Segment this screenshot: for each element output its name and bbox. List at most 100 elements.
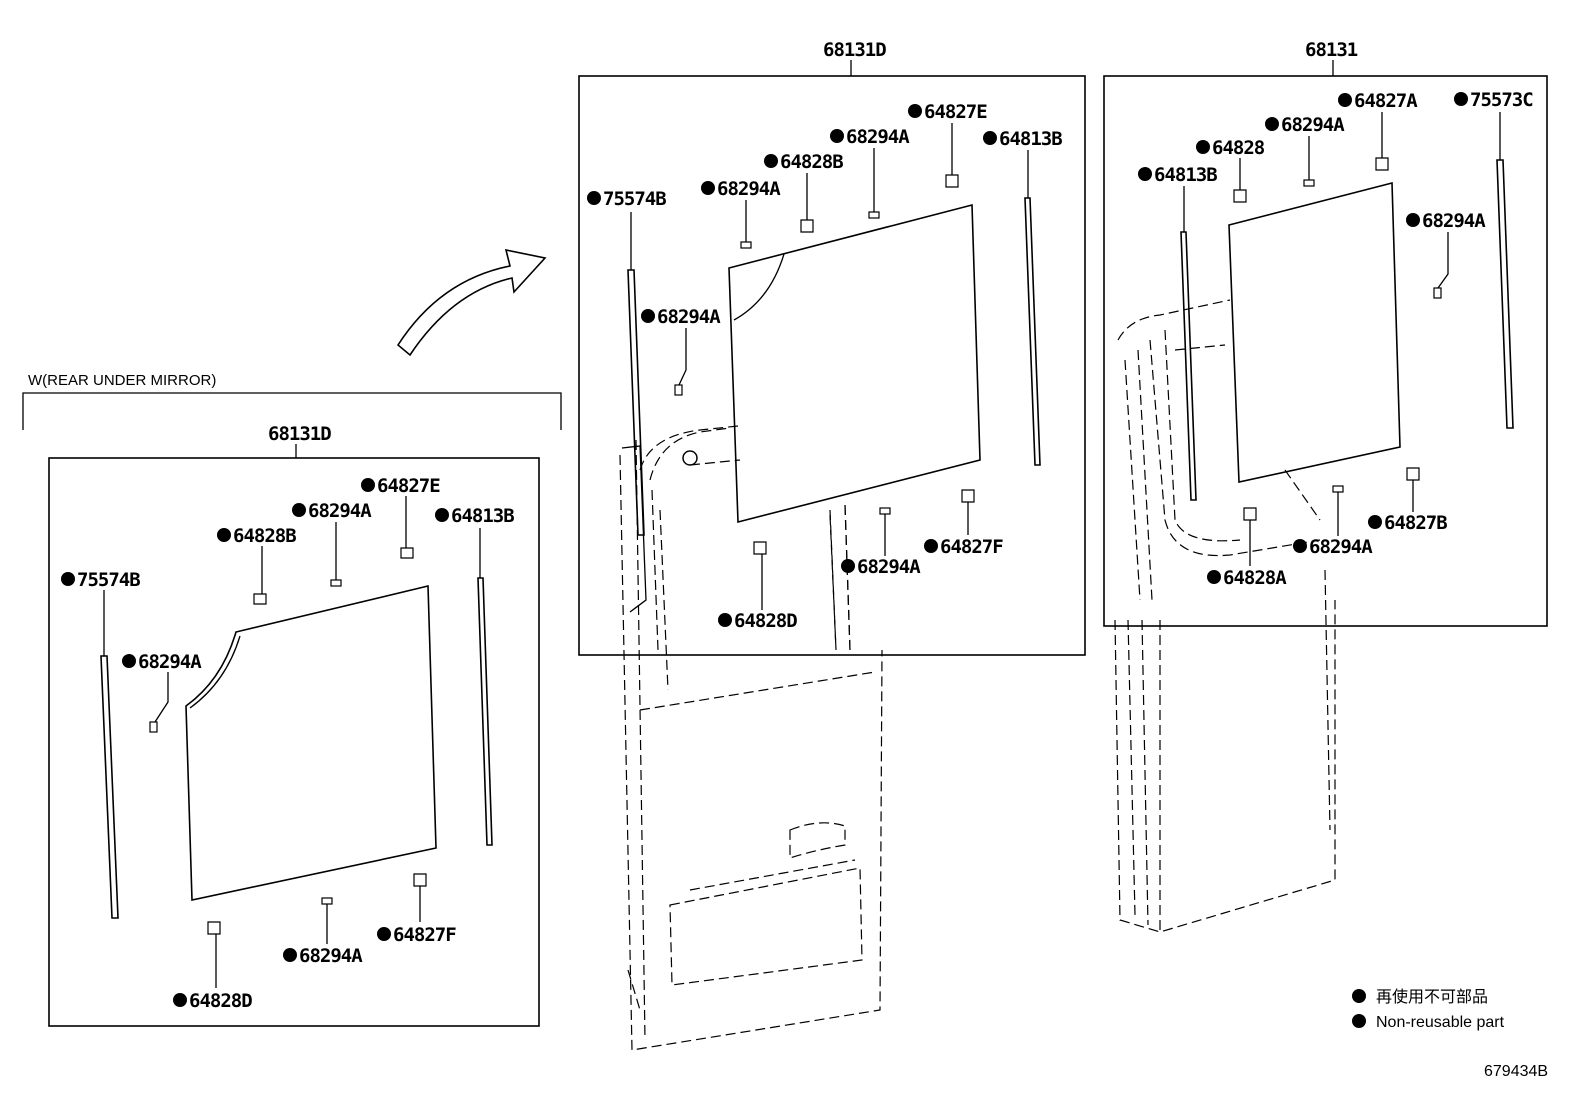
middle-glass-panel: [728, 203, 981, 524]
right-bullet: [1265, 117, 1279, 131]
inset-bullet: [61, 572, 75, 586]
inset-bullet: [377, 927, 391, 941]
inset-clip-64828d: [207, 921, 221, 935]
middle-bullet: [924, 539, 938, 553]
right-clip-64828a: [1243, 507, 1257, 521]
right-label-64827a: 64827A: [1354, 90, 1418, 112]
inset-weatherstrip-75574b: [100, 655, 119, 919]
middle-bullet: [830, 129, 844, 143]
middle-group: 68131D: [578, 39, 1086, 656]
inset-label-64828d: 64828D: [189, 990, 252, 1012]
inset-label-64813b: 64813B: [451, 505, 514, 527]
inset-clip-68294a-side: [149, 721, 158, 733]
inset-assembly-label: 68131D: [268, 423, 331, 445]
inset-frame: [48, 457, 540, 1027]
right-label-64827b: 64827B: [1384, 512, 1447, 534]
inset-label-64827e: 64827E: [377, 475, 440, 497]
inset-bullet: [435, 508, 449, 522]
legend-japanese: 再使用不可部品: [1376, 988, 1488, 1006]
middle-label-68294a-side: 68294A: [657, 306, 721, 328]
inset-clip-68294a-bot: [321, 897, 333, 905]
right-bullet: [1196, 140, 1210, 154]
right-weatherstrip-75573c: [1496, 159, 1514, 429]
middle-clip-68294a-a: [740, 241, 752, 249]
inset-bracket: [22, 392, 562, 430]
middle-bullet: [701, 181, 715, 195]
right-bullet: [1368, 515, 1382, 529]
middle-label-64828b: 64828B: [780, 151, 843, 173]
middle-frame: [578, 75, 1086, 656]
legend-bullet: [1352, 989, 1366, 1003]
middle-label-68294a-bot: 68294A: [857, 556, 921, 578]
right-label-64828: 64828: [1212, 137, 1265, 159]
middle-clip-64828d: [753, 541, 767, 555]
inset-glass-panel: [185, 584, 437, 901]
middle-label-64827e: 64827E: [924, 101, 987, 123]
inset-label-68294a-side: 68294A: [138, 651, 202, 673]
inset-bullet: [122, 654, 136, 668]
right-clip-68294a-side: [1433, 287, 1442, 299]
inset-label-75574b: 75574B: [77, 569, 140, 591]
middle-label-68294a-b: 68294A: [846, 126, 910, 148]
right-glass-panel: [1228, 181, 1401, 483]
right-bullet: [1338, 93, 1352, 107]
middle-clip-68294a-b: [868, 211, 880, 219]
inset-label-68294a-top: 68294A: [308, 500, 372, 522]
right-clip-68294a-top: [1303, 179, 1315, 187]
middle-weatherstrip-75574b: [627, 269, 645, 536]
legend-bullet: [1352, 1014, 1366, 1028]
right-clip-64827a: [1375, 157, 1389, 171]
inset-label-64827f: 64827F: [393, 924, 456, 946]
middle-assembly-label: 68131D: [823, 39, 886, 61]
inset-caption: W(REAR UNDER MIRROR): [28, 372, 216, 389]
middle-label-64828d: 64828D: [734, 610, 797, 632]
middle-bullet: [983, 131, 997, 145]
right-label-68294a-bot: 68294A: [1309, 536, 1373, 558]
inset-weatherstrip-64813b: [477, 577, 493, 846]
inset-group: W(REAR UNDER MIRROR) 68131D 75574B: [22, 372, 562, 1027]
right-clip-68294a-bot: [1332, 485, 1344, 493]
right-bullet: [1454, 92, 1468, 106]
middle-bullet: [641, 309, 655, 323]
middle-weatherstrip-64813b: [1024, 197, 1041, 466]
right-leader-68294a-side: [1437, 232, 1449, 289]
right-label-64813b: 64813B: [1154, 164, 1217, 186]
inset-bullet: [173, 993, 187, 1007]
inset-clip-64828b: [253, 593, 267, 605]
middle-door-body: [619, 427, 883, 1051]
middle-label-75574b: 75574B: [603, 188, 666, 210]
inset-bullet: [361, 478, 375, 492]
inset-bullet: [217, 528, 231, 542]
inset-bullet: [283, 948, 297, 962]
middle-clip-68294a-bot: [879, 507, 891, 515]
right-bullet: [1406, 213, 1420, 227]
right-frame: [1103, 75, 1548, 627]
right-label-75573c: 75573C: [1470, 89, 1533, 111]
middle-label-64813b: 64813B: [999, 128, 1062, 150]
inset-bullet: [292, 503, 306, 517]
middle-label-68294a-a: 68294A: [717, 178, 781, 200]
inset-glass-edge: [189, 635, 241, 709]
inset-clip-64827f: [413, 873, 427, 887]
inset-leader-68294a-side: [154, 672, 169, 723]
inset-label-64828b: 64828B: [233, 525, 296, 547]
right-bullet: [1138, 167, 1152, 181]
right-assembly-label: 68131: [1305, 39, 1358, 61]
middle-clip-64828b: [800, 219, 814, 233]
right-door-body: [1114, 569, 1336, 933]
right-clip-64828: [1233, 189, 1247, 203]
middle-glass-edge: [733, 253, 785, 321]
middle-clip-68294a-side: [674, 384, 683, 396]
middle-bullet: [587, 191, 601, 205]
right-bullet: [1293, 539, 1307, 553]
curved-arrow-icon: [396, 248, 547, 357]
inset-clip-68294a-top: [330, 579, 342, 587]
inset-clip-64827e: [400, 547, 414, 559]
right-label-64828a: 64828A: [1223, 567, 1287, 589]
figure-id: 679434B: [1484, 1063, 1548, 1080]
middle-bullet: [764, 154, 778, 168]
right-label-68294a-top: 68294A: [1281, 114, 1345, 136]
middle-bullet: [718, 613, 732, 627]
middle-bullet: [908, 104, 922, 118]
